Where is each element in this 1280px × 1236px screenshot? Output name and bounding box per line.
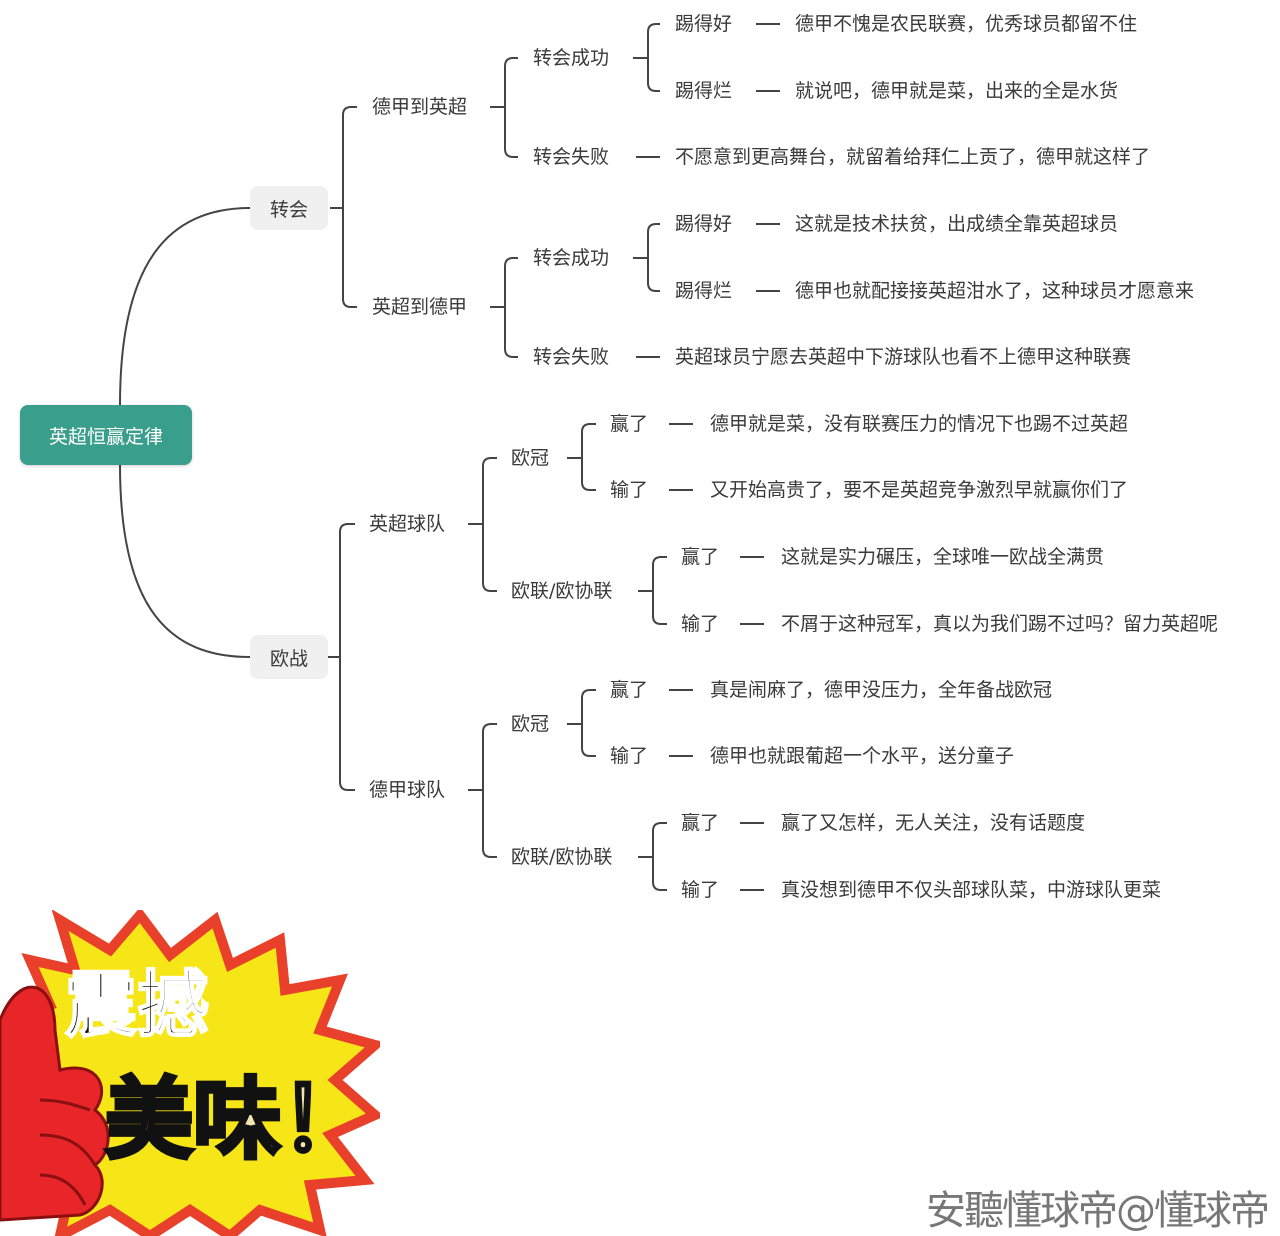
bracket xyxy=(581,689,596,757)
bracket xyxy=(504,57,518,158)
level4-node[interactable]: 踢得烂 xyxy=(675,280,733,302)
level3-node[interactable]: 欧冠 xyxy=(511,713,550,735)
level4-node[interactable]: 赢了 xyxy=(681,546,720,568)
level4-node[interactable]: 赢了 xyxy=(681,812,720,834)
comment-text: 这就是实力碾压，全球唯一欧战全满贯 xyxy=(781,546,1105,568)
level4-node[interactable]: 踢得好 xyxy=(675,213,733,235)
thumbs-up-icon xyxy=(0,985,110,1222)
bracket xyxy=(581,423,596,491)
bracket xyxy=(652,822,667,891)
comment-text: 真是闹麻了，德甲没压力，全年备战欧冠 xyxy=(710,679,1053,701)
bracket xyxy=(504,257,518,358)
level2-node[interactable]: 英超到德甲 xyxy=(372,296,468,318)
comment-text: 德甲不愧是农民联赛，优秀球员都留不住 xyxy=(795,13,1138,35)
level2-node[interactable]: 英超球队 xyxy=(369,513,446,535)
watermark: 安聽懂球帝@懂球帝 xyxy=(926,1188,1270,1234)
level4-node[interactable]: 输了 xyxy=(610,745,649,767)
bracket xyxy=(342,106,357,308)
bracket xyxy=(339,523,355,791)
level3-node[interactable]: 转会成功 xyxy=(533,47,610,69)
root-connector-bottom xyxy=(119,464,251,658)
level4-node[interactable]: 输了 xyxy=(681,879,720,901)
bracket xyxy=(652,556,667,625)
sticker-line1: 震撼 xyxy=(65,963,209,1047)
level3-node[interactable]: 转会失败 xyxy=(533,346,610,368)
bracket xyxy=(647,23,660,92)
level4-node[interactable]: 输了 xyxy=(610,479,649,501)
sticker-line2: 美味！ xyxy=(105,1068,369,1171)
mindmap-connectors xyxy=(119,23,780,891)
comment-text: 又开始高贵了，要不是英超竞争激烈早就赢你们了 xyxy=(710,479,1129,501)
level4-node[interactable]: 踢得好 xyxy=(675,13,733,35)
level3-node[interactable]: 转会失败 xyxy=(533,146,610,168)
level4-node[interactable]: 赢了 xyxy=(610,413,649,435)
level3-node[interactable]: 欧联/欧协联 xyxy=(511,846,613,868)
comment-text: 这就是技术扶贫，出成绩全靠英超球员 xyxy=(795,213,1119,235)
bracket xyxy=(482,723,497,858)
comment-text: 不屑于这种冠军，真以为我们踢不过吗？留力英超呢 xyxy=(781,613,1219,635)
comment-text: 德甲也就配接接英超泔水了，这种球员才愿意来 xyxy=(795,280,1195,302)
level3-node[interactable]: 欧冠 xyxy=(511,447,550,469)
comment-text: 赢了又怎样，无人关注，没有话题度 xyxy=(781,812,1086,834)
comment-text: 就说吧，德甲就是菜，出来的全是水货 xyxy=(795,80,1119,102)
level3-node[interactable]: 转会成功 xyxy=(533,247,610,269)
comment-text: 德甲就是菜，没有联赛压力的情况下也踢不过英超 xyxy=(710,413,1129,435)
comment-text: 不愿意到更高舞台，就留着给拜仁上贡了，德甲就这样了 xyxy=(675,146,1151,168)
comment-text: 真没想到德甲不仅头部球队菜，中游球队更菜 xyxy=(781,879,1162,901)
branch-node-transfer[interactable]: 转会 xyxy=(250,186,328,230)
level2-node[interactable]: 德甲球队 xyxy=(369,779,446,801)
root-connector-top xyxy=(119,207,251,406)
root-node[interactable]: 英超恒赢定律 xyxy=(20,405,192,465)
level3-node[interactable]: 欧联/欧协联 xyxy=(511,580,613,602)
bracket xyxy=(482,457,497,592)
branch-node-european[interactable]: 欧战 xyxy=(250,635,328,679)
bracket xyxy=(647,223,660,292)
shocking-delicious-sticker: 震撼 美味！ xyxy=(0,910,380,1236)
level4-node[interactable]: 踢得烂 xyxy=(675,80,733,102)
level2-node[interactable]: 德甲到英超 xyxy=(372,96,468,118)
level4-node[interactable]: 输了 xyxy=(681,613,720,635)
level4-node[interactable]: 赢了 xyxy=(610,679,649,701)
comment-text: 英超球员宁愿去英超中下游球队也看不上德甲这种联赛 xyxy=(675,346,1132,368)
comment-text: 德甲也就跟葡超一个水平，送分童子 xyxy=(710,745,1015,767)
